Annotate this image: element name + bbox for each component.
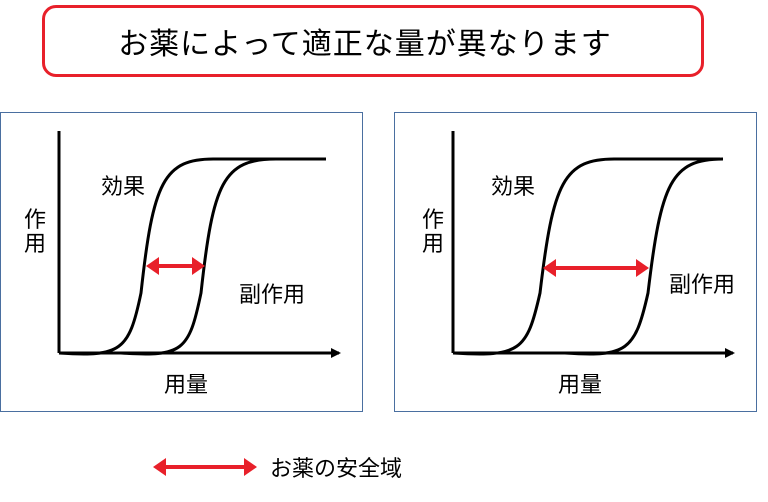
panel-wide-window: 効果 副作用 作用 用量 [394, 112, 757, 412]
side-effect-curve [564, 157, 724, 356]
safety-arrow-head-right [636, 259, 649, 277]
dose-response-plot [57, 131, 341, 358]
safety-arrow-head-right [192, 257, 205, 275]
legend: お薬の安全域 [150, 452, 402, 482]
effect-label: 効果 [101, 175, 146, 200]
x-axis-label: 用量 [558, 373, 603, 398]
side-effect-label: 副作用 [239, 283, 306, 308]
y-axis-label: 作用 [421, 208, 444, 258]
safety-arrow-head-left [146, 257, 159, 275]
x-axis-label: 用量 [164, 373, 209, 398]
panel-narrow-window: 効果 副作用 作用 用量 [0, 112, 363, 412]
legend-arrow-icon [153, 458, 257, 476]
dose-response-plot [451, 131, 735, 358]
legend-label: お薬の安全域 [270, 457, 403, 482]
effect-curve [58, 157, 326, 356]
effect-curve [452, 157, 720, 356]
page-title: お薬によって適正な量が異なります [118, 27, 612, 62]
y-axis-label: 作用 [23, 208, 46, 258]
safety-arrow-head-left [543, 259, 556, 277]
side-effect-curve [120, 157, 326, 356]
title-box: お薬によって適正な量が異なります [42, 5, 704, 77]
side-effect-label: 副作用 [669, 273, 736, 298]
effect-label: 効果 [491, 175, 536, 200]
